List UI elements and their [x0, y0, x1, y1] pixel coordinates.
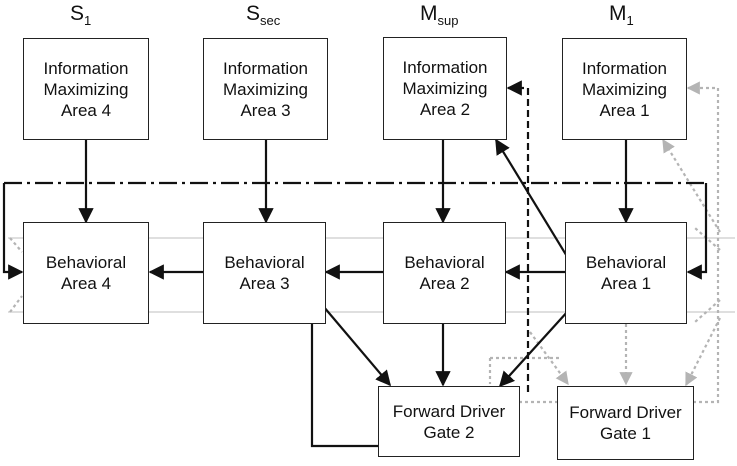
box-label: Forward Driver Gate 2 — [392, 401, 506, 442]
column-label-main: M — [420, 2, 438, 25]
forward-driver-gate-2-box: Forward Driver Gate 2 — [378, 386, 520, 457]
column-label-ssec: Ssec — [246, 2, 280, 28]
column-label-m1: M1 — [609, 2, 634, 28]
box-label: Behavioral Area 1 — [585, 253, 667, 293]
box-label: Information Maximizing Area 3 — [222, 58, 309, 120]
column-label-sub: 1 — [626, 13, 634, 29]
loop-ends — [2, 183, 708, 280]
behavioral-area-2-box: Behavioral Area 2 — [383, 222, 506, 324]
column-label-main: M — [609, 2, 627, 25]
column-label-main: S — [246, 2, 261, 25]
box-label: Information Maximizing Area 1 — [581, 58, 668, 120]
box-label: Information Maximizing Area 2 — [402, 58, 488, 119]
info-area-1-box: Information Maximizing Area 1 — [562, 38, 687, 140]
column-label-main: S — [70, 2, 85, 25]
box-label: Behavioral Area 3 — [224, 253, 305, 293]
box-label: Information Maximizing Area 4 — [43, 58, 129, 120]
behavioral-area-1-box: Behavioral Area 1 — [565, 222, 687, 324]
dashed-feedback-info2 — [506, 80, 530, 392]
box-label: Forward Driver Gate 1 — [569, 403, 682, 443]
behavioral-area-3-box: Behavioral Area 3 — [203, 222, 326, 324]
box-label: Behavioral Area 4 — [45, 253, 127, 293]
column-label-sub: sec — [260, 13, 281, 29]
info-area-2-box: Information Maximizing Area 2 — [383, 37, 507, 140]
solid-arrows — [78, 138, 634, 448]
behavioral-area-4-box: Behavioral Area 4 — [23, 222, 149, 324]
column-label-s1: S1 — [70, 2, 91, 28]
column-label-sub: sup — [437, 13, 459, 29]
gray-dotted-paths — [9, 81, 721, 404]
info-area-4-box: Information Maximizing Area 4 — [23, 38, 149, 140]
info-area-3-box: Information Maximizing Area 3 — [203, 38, 328, 140]
column-label-msup: Msup — [420, 2, 458, 28]
column-label-sub: 1 — [84, 13, 92, 29]
box-label: Behavioral Area 2 — [404, 253, 485, 293]
forward-driver-gate-1-box: Forward Driver Gate 1 — [557, 386, 694, 460]
